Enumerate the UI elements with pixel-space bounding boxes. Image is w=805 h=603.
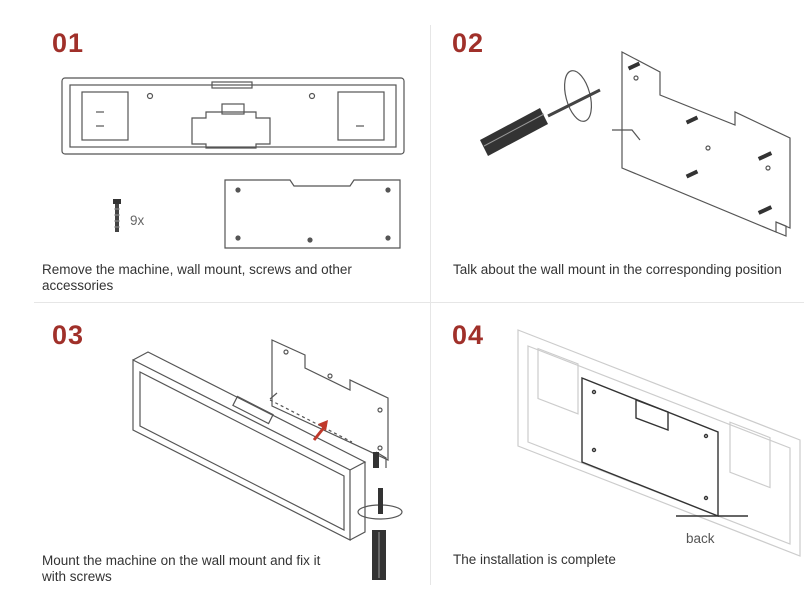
vertical-divider — [430, 25, 431, 585]
step-2-caption: Talk about the wall mount in the corresp… — [453, 262, 782, 277]
direction-arrow-icon — [312, 420, 328, 441]
screw-count: 9x — [130, 213, 145, 228]
back-callout: back — [686, 531, 715, 546]
step-1-caption: Remove the machine, wall mount, screws a… — [42, 262, 352, 293]
step-1-number: 01 — [52, 28, 85, 58]
step-2-number: 02 — [452, 28, 485, 58]
horizontal-divider — [34, 302, 804, 303]
screw-icon — [113, 199, 121, 232]
step-4-caption: The installation is complete — [453, 552, 616, 567]
step-3-number: 03 — [52, 320, 85, 350]
screwdriver-icon — [480, 88, 601, 156]
step-4-number: 04 — [452, 320, 485, 350]
step-3-caption: Mount the machine on the wall mount and … — [42, 553, 321, 584]
